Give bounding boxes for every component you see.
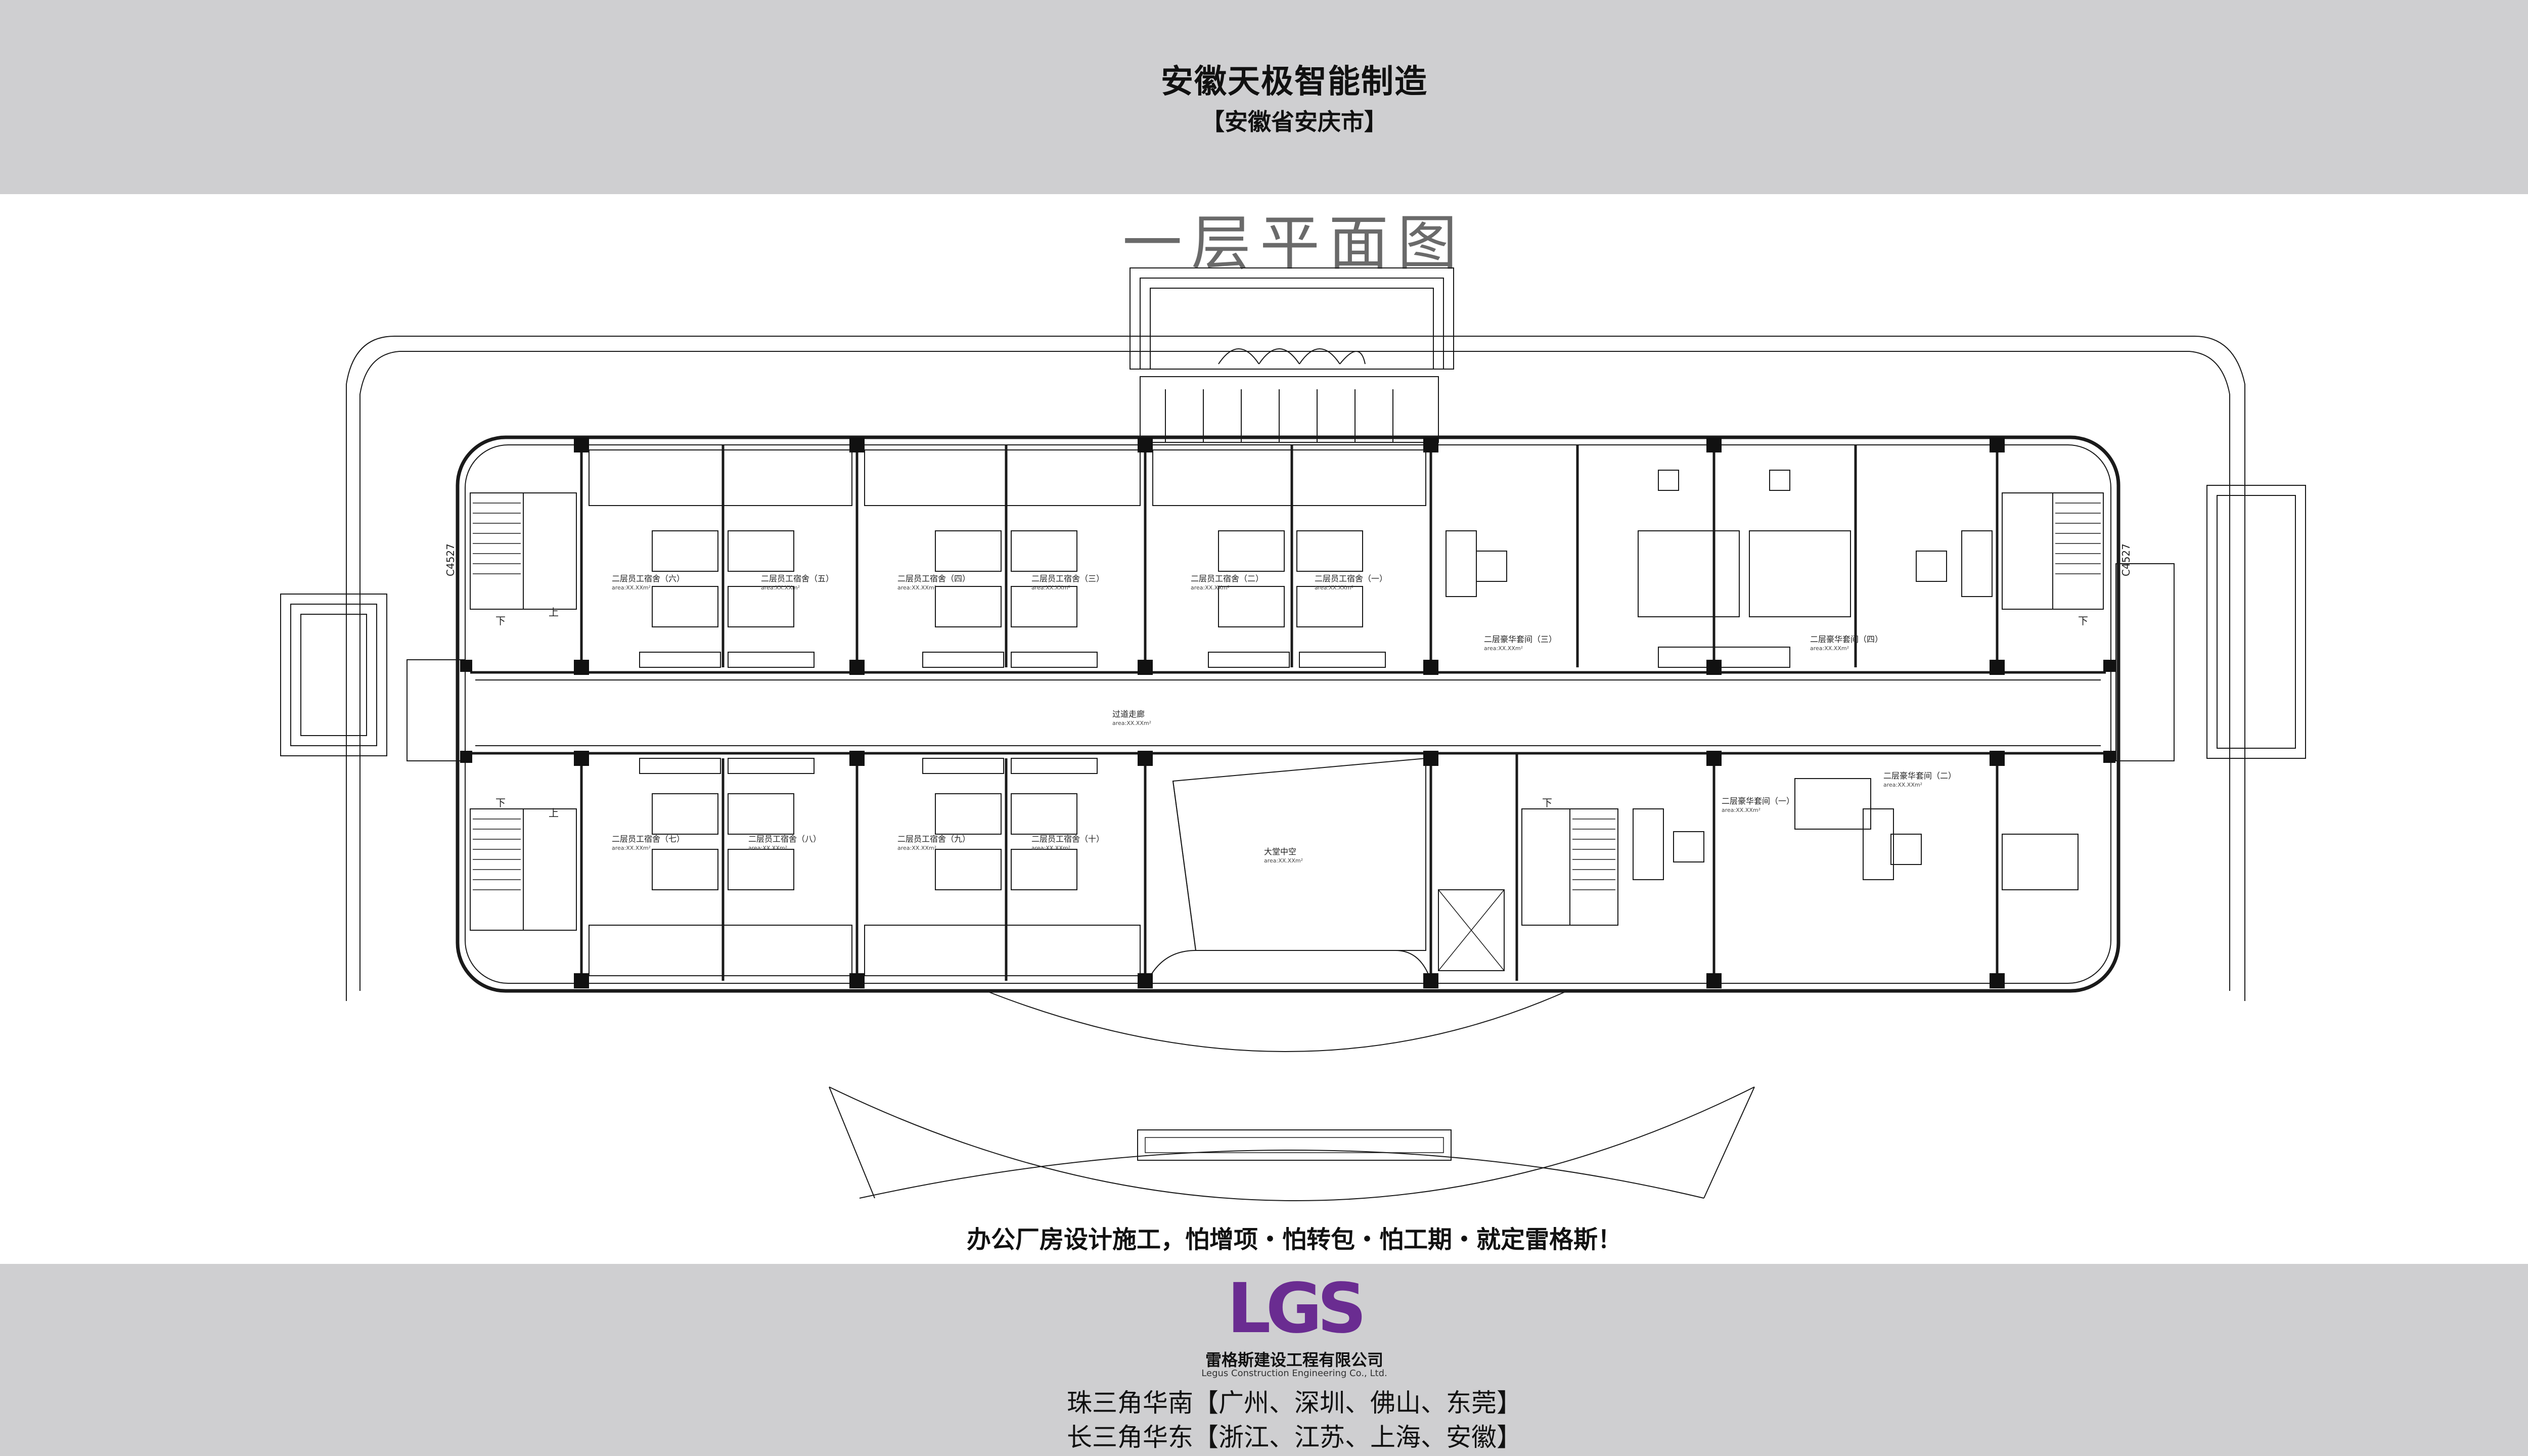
- plan-annotation: area:XX.XXm²: [1031, 584, 1070, 591]
- plan-annotation: area:XX.XXm²: [612, 584, 651, 591]
- structural-columns: [460, 437, 2115, 988]
- site-boundary-outer: [346, 336, 2245, 1001]
- plan-annotation: area:XX.XXm²: [748, 845, 787, 851]
- plan-annotation: area:XX.XXm²: [1883, 782, 1922, 788]
- stair-label-up: 上: [549, 606, 559, 618]
- top-porch: [1130, 267, 1454, 370]
- footer-band: [0, 1264, 2528, 1456]
- room-label-top-5: 二层员工宿舍（二）: [1191, 574, 1263, 583]
- room-label-bottom-2: 二层员工宿舍（八）: [748, 834, 821, 844]
- stair-label-down: 下: [495, 615, 506, 627]
- atrium-void: [1172, 757, 1426, 951]
- left-annex: [280, 594, 387, 756]
- front-steps: [1137, 1129, 1452, 1161]
- plan-annotation: area:XX.XXm²: [1112, 720, 1151, 726]
- atrium-label: 大堂中空: [1264, 847, 1296, 856]
- slogan: 办公厂房设计施工，怕增项・怕转包・怕工期・就定雷格斯！: [966, 1225, 1622, 1254]
- plan-annotation: area:XX.XXm²: [1315, 584, 1353, 591]
- company-name: 雷格斯建设工程有限公司: [1205, 1350, 1383, 1370]
- floor-plan: 二层员工宿舍（六） area:XX.XXm² 二层员工宿舍（五） area:XX…: [280, 267, 2306, 1201]
- plan-annotation: area:XX.XXm²: [1031, 845, 1070, 851]
- project-location: 【安徽省安庆市】: [1201, 108, 1387, 135]
- building-outline: [456, 435, 2120, 993]
- room-label-top-1: 二层员工宿舍（六）: [612, 574, 685, 583]
- stair-label-down-3: 下: [2078, 615, 2088, 627]
- lgs-logo: LGS: [1227, 1271, 1365, 1342]
- room-label-bottom-6: 二层豪华套间（二）: [1883, 771, 1956, 781]
- room-label-top-6: 二层员工宿舍（一）: [1315, 574, 1387, 583]
- plan-annotation: LGS: [1227, 1271, 1362, 1342]
- header-band: [0, 0, 2528, 194]
- front-plaza: [829, 1086, 1755, 1201]
- plan-annotation: area:XX.XXm²: [897, 845, 936, 851]
- stair-label-down-4: 下: [1542, 797, 1552, 809]
- plan-annotation: area:XX.XXm²: [1810, 645, 1849, 652]
- elevator: [1438, 889, 1505, 971]
- plan-title: 一层平面图: [1122, 208, 1466, 278]
- lobby-curve: [1147, 950, 1431, 981]
- company-name-en: Legus Construction Engineering Co., Ltd.: [1201, 1368, 1387, 1379]
- region-east: 长三角华东【浙江、江苏、上海、安徽】: [1067, 1423, 1522, 1452]
- region-south: 珠三角华南【广州、深圳、佛山、东莞】: [1067, 1388, 1522, 1418]
- stair-label-down-2: 下: [495, 797, 506, 809]
- plan-annotation: area:XX.XXm²: [897, 584, 936, 591]
- room-label-top-4: 二层员工宿舍（三）: [1031, 574, 1104, 583]
- stair-label-up-2: 上: [549, 807, 559, 819]
- room-label-bottom-4: 二层员工宿舍（十）: [1031, 834, 1104, 844]
- room-label-bottom-5: 二层豪华套间（一）: [1722, 796, 1794, 806]
- right-annex: [2206, 485, 2306, 759]
- plan-annotation: area:XX.XXm²: [1191, 584, 1230, 591]
- side-tag-left: C4527: [444, 543, 457, 576]
- plan-annotation: area:XX.XXm²: [1264, 857, 1303, 864]
- room-label-bottom-3: 二层员工宿舍（九）: [897, 834, 970, 844]
- site-boundary-inner: [359, 351, 2230, 991]
- plan-annotation: area:XX.XXm²: [1722, 807, 1760, 813]
- room-label-bottom-1: 二层员工宿舍（七）: [612, 834, 685, 844]
- plan-annotation: area:XX.XXm²: [761, 584, 800, 591]
- plan-annotation: area:XX.XXm²: [612, 845, 651, 851]
- plan-annotation: area:XX.XXm²: [1484, 645, 1523, 652]
- room-label-top-8: 二层豪华套间（四）: [1810, 634, 1883, 644]
- corridor-label: 过道走廊: [1112, 709, 1145, 719]
- top-steps: [1140, 376, 1439, 443]
- room-label-top-3: 二层员工宿舍（四）: [897, 574, 970, 583]
- room-label-top-7: 二层豪华套间（三）: [1484, 634, 1557, 644]
- project-title: 安徽天极智能制造: [1161, 63, 1428, 101]
- room-label-top-2: 二层员工宿舍（五）: [761, 574, 834, 583]
- side-tag-right: C4527: [2120, 543, 2132, 576]
